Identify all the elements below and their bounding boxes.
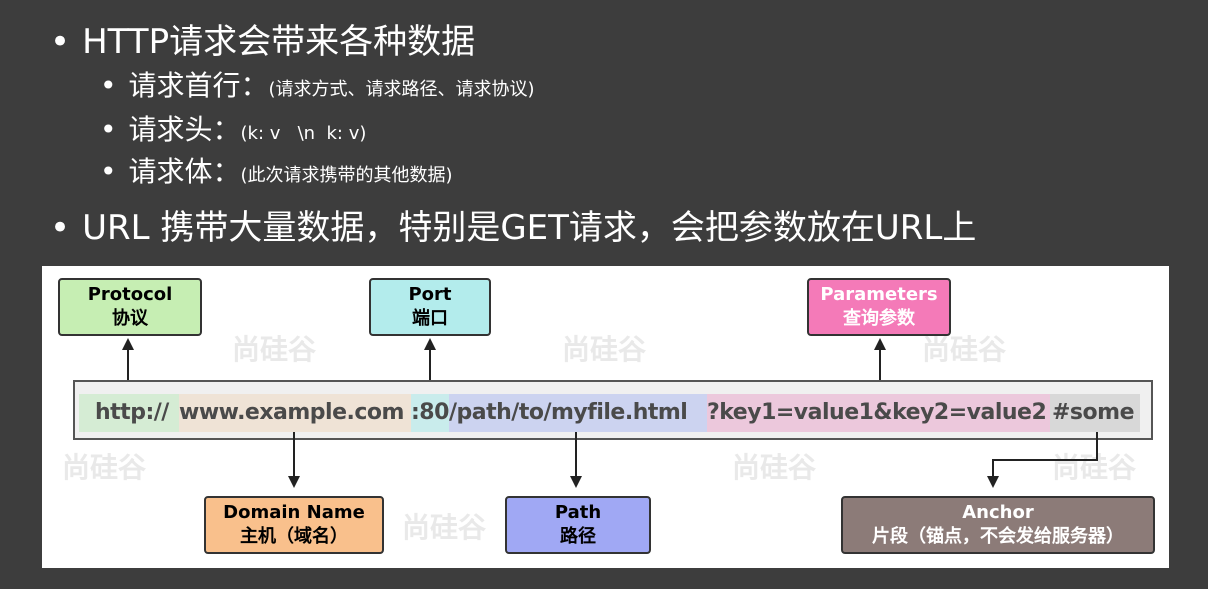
bullet-url-data: • URL 携带大量数据，特别是GET请求，会把参数放在URL上 (50, 200, 976, 249)
sub-bullet-main: 请求体： (128, 155, 241, 188)
arrow-up-icon (874, 338, 886, 350)
domain-label-zh: 主机（域名） (240, 526, 348, 547)
anchor-arrow-line-h (992, 459, 1098, 461)
watermark: 尚硅谷 (1052, 451, 1137, 484)
bullet-dot-icon: • (50, 208, 71, 248)
bullet-url-data-text: URL 携带大量数据，特别是GET请求，会把参数放在URL上 (82, 208, 977, 248)
domain-label-en: Domain Name (223, 502, 365, 523)
url-seg-port: :80 (411, 394, 449, 432)
anchor-arrow-line-v1 (1096, 432, 1098, 460)
url-seg-fragment: #some (1050, 394, 1140, 432)
sub-bullet-detail: (请求方式、请求路径、请求协议) (268, 79, 535, 100)
url-seg-query: ?key1=value1&key2=value2 (707, 394, 1050, 432)
sub-bullet-request-line: • 请求首行： (请求方式、请求路径、请求协议) (100, 64, 535, 104)
watermark: 尚硅谷 (732, 451, 817, 484)
anchor-label-zh: 片段（锚点，不会发给服务器） (872, 526, 1124, 547)
parameters-arrow-line (879, 348, 881, 390)
bullet-dot-icon: • (100, 155, 117, 188)
arrow-down-icon (987, 476, 999, 488)
protocol-arrow-line (127, 348, 129, 390)
bullet-dot-icon: • (100, 69, 117, 102)
path-arrow-line (575, 432, 577, 476)
sub-bullet-request-body: • 请求体： (此次请求携带的其他数据) (100, 150, 453, 190)
watermark: 尚硅谷 (402, 511, 487, 544)
watermark: 尚硅谷 (562, 333, 647, 366)
protocol-label-zh: 协议 (112, 308, 148, 329)
bullet-dot-icon: • (50, 22, 71, 62)
sub-bullet-detail: (此次请求携带的其他数据) (240, 165, 453, 186)
domain-name-box: Domain Name 主机（域名） (204, 496, 384, 554)
watermark: 尚硅谷 (922, 333, 1007, 366)
port-box: Port 端口 (369, 278, 491, 336)
sub-bullet-main: 请求首行： (128, 69, 269, 102)
bullet-http-data: • HTTP请求会带来各种数据 (50, 14, 475, 63)
path-label-zh: 路径 (560, 526, 596, 547)
arrow-up-icon (424, 338, 436, 350)
arrow-down-icon (570, 476, 582, 488)
port-label-zh: 端口 (412, 308, 448, 329)
port-label-en: Port (408, 284, 452, 305)
anchor-box: Anchor 片段（锚点，不会发给服务器） (841, 496, 1155, 554)
sub-bullet-detail: (k: v \n k: v) (240, 123, 367, 144)
port-arrow-line (429, 348, 431, 390)
path-box: Path 路径 (505, 496, 651, 554)
url-seg-scheme: http:// (79, 394, 179, 432)
bullet-dot-icon: • (100, 113, 117, 146)
sub-bullet-request-header: • 请求头： (k: v \n k: v) (100, 108, 366, 148)
domain-arrow-line (293, 432, 295, 476)
parameters-box: Parameters 查询参数 (807, 278, 951, 336)
watermark: 尚硅谷 (62, 451, 147, 484)
bullet-http-data-text: HTTP请求会带来各种数据 (82, 22, 476, 62)
arrow-up-icon (122, 338, 134, 350)
sub-bullet-main: 请求头： (128, 113, 241, 146)
anchor-arrow-line-v2 (992, 459, 994, 477)
path-label-en: Path (554, 502, 602, 523)
parameters-label-zh: 查询参数 (843, 308, 915, 329)
url-seg-path: /path/to/myfile.html (449, 394, 707, 432)
anchor-label-en: Anchor (962, 502, 1034, 523)
protocol-label-en: Protocol (87, 284, 173, 305)
watermark: 尚硅谷 (232, 333, 317, 366)
url-seg-domain: www.example.com (179, 394, 411, 432)
parameters-label-en: Parameters (820, 284, 938, 305)
url-diagram: 尚硅谷 尚硅谷 尚硅谷 尚硅谷 尚硅谷 尚硅谷 尚硅谷 Protocol 协议 … (42, 266, 1169, 568)
protocol-box: Protocol 协议 (58, 278, 202, 336)
arrow-down-icon (288, 476, 300, 488)
